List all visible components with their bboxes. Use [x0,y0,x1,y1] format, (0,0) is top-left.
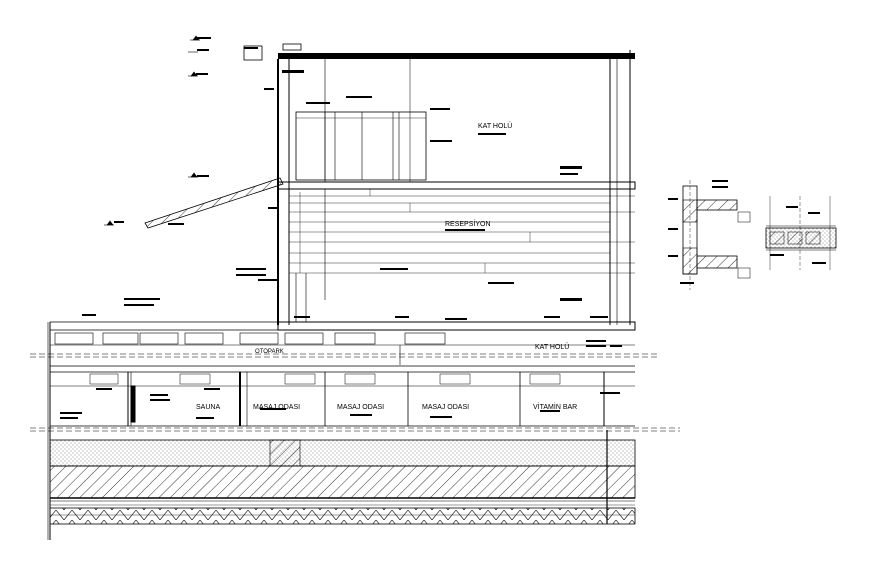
upper-section [144,43,636,331]
spa-tags [60,388,620,419]
label-vitamin-bar: VİTAMİN BAR [533,402,577,411]
label-masaj-odasi-2: MASAJ ODASI [337,404,384,411]
detail-2 [765,196,837,270]
label-kat-holu-lower: KAT HOLÜ [535,343,569,351]
label-masaj-odasi-3: MASAJ ODASI [422,404,469,411]
foundation [49,430,636,525]
label-masaj-odasi-1: MASAJ ODASI [253,404,300,411]
annotation-tags [82,37,622,347]
label-resepsiyon: RESEPSİYON [445,219,491,228]
detail-1 [668,180,751,290]
label-otopark: OTOPARK [255,349,284,355]
level-markers [104,35,200,226]
label-sauna: SAUNA [196,404,220,411]
spa-floor [30,365,680,432]
label-kat-holu-upper: KAT HOLÜ [478,122,512,130]
